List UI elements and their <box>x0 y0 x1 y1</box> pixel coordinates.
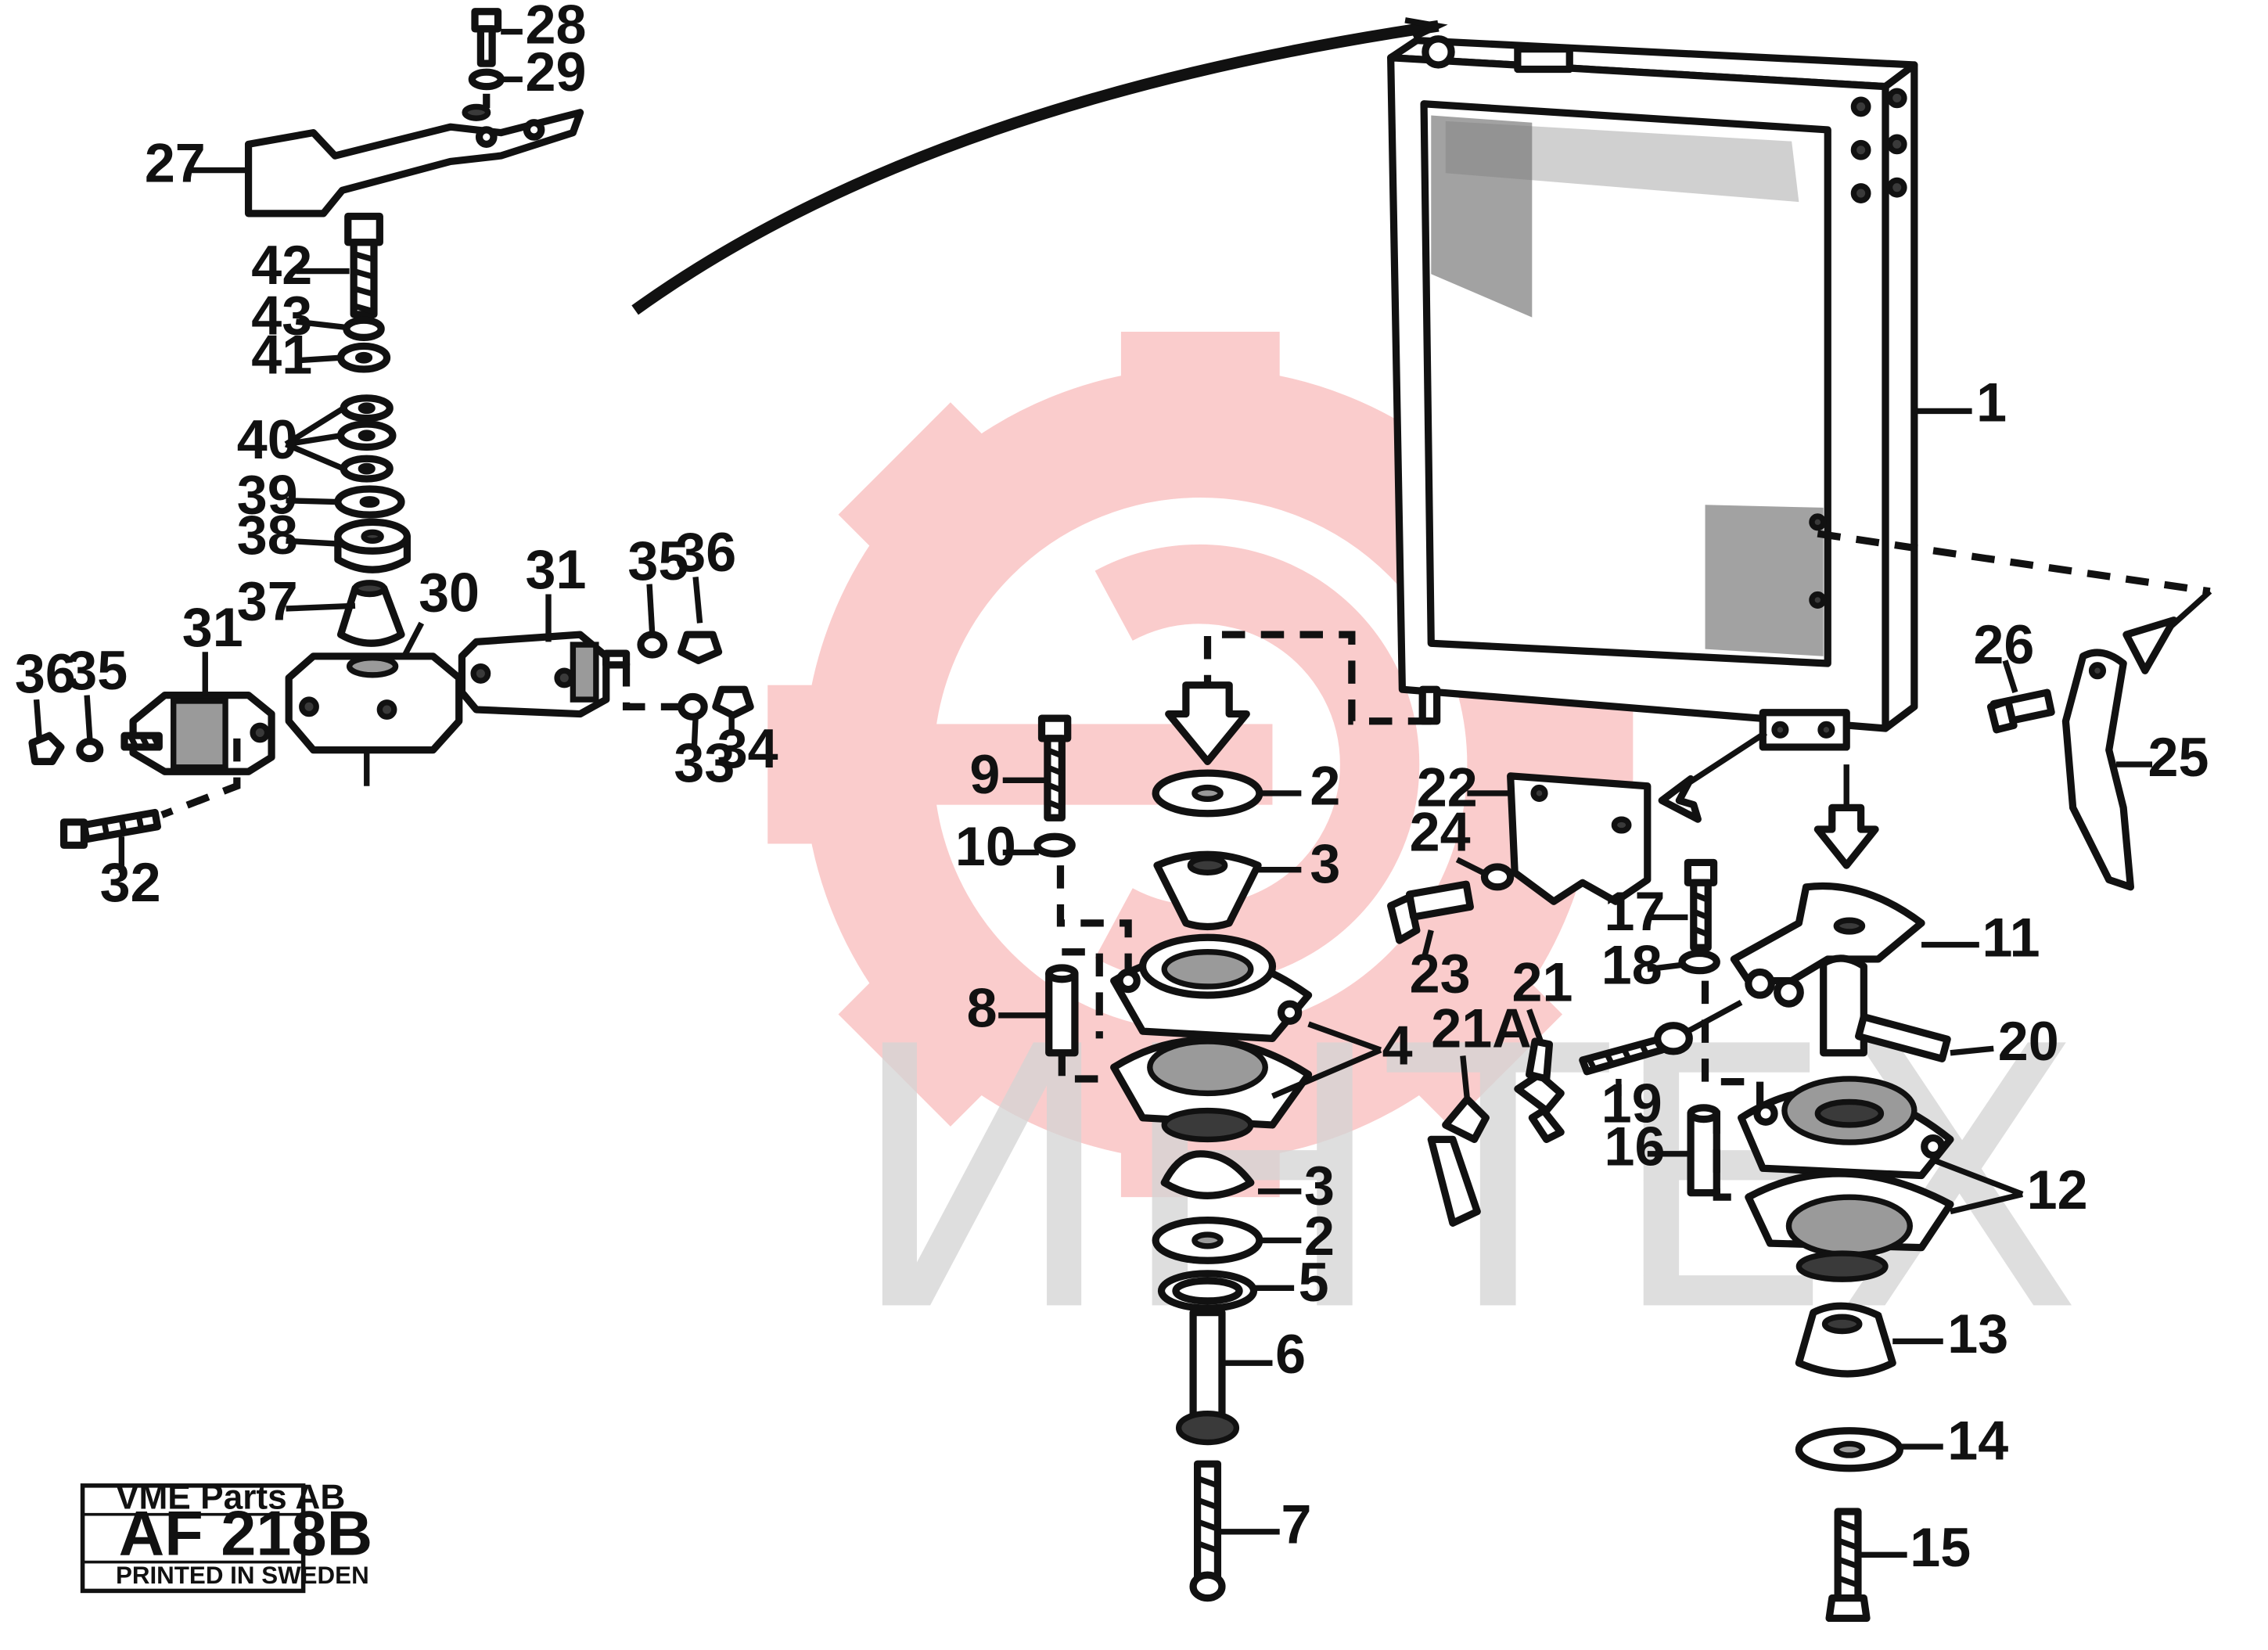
label-31-left: 31 <box>182 597 243 658</box>
label-15: 15 <box>1910 1517 1971 1578</box>
label-31-right: 31 <box>526 539 587 600</box>
label-9: 9 <box>969 744 1000 805</box>
right-mount-stack <box>1427 858 1954 1623</box>
label-17: 17 <box>1604 881 1665 942</box>
bracket-22-group <box>1387 772 1652 944</box>
label-3-bottom: 3 <box>1304 1155 1335 1216</box>
label-32: 32 <box>100 852 161 913</box>
label-10: 10 <box>955 816 1016 877</box>
radiator-core <box>1387 35 1918 751</box>
label-1: 1 <box>1976 372 2007 433</box>
label-18: 18 <box>1601 934 1662 995</box>
stamp-company: VME Parts AB <box>116 1478 345 1516</box>
label-30: 30 <box>419 563 480 624</box>
label-22: 22 <box>1417 757 1478 818</box>
label-36-left: 36 <box>15 643 76 704</box>
label-41: 41 <box>251 324 312 385</box>
label-7: 7 <box>1281 1494 1312 1555</box>
label-26: 26 <box>1973 614 2034 675</box>
label-34: 34 <box>717 718 778 779</box>
label-2-top: 2 <box>1310 756 1340 817</box>
label-35-right: 35 <box>627 530 688 591</box>
label-28: 28 <box>526 0 587 55</box>
leader-lines <box>33 28 2153 1558</box>
bracket-25-group <box>1986 649 2134 891</box>
label-36-right: 36 <box>675 522 736 583</box>
label-11: 11 <box>1982 907 2040 968</box>
label-4: 4 <box>1382 1016 1413 1077</box>
label-29: 29 <box>526 41 587 102</box>
label-5: 5 <box>1299 1252 1329 1313</box>
label-37: 37 <box>237 571 298 632</box>
label-21a: 21A <box>1431 998 1532 1059</box>
label-40: 40 <box>237 409 298 470</box>
label-16: 16 <box>1604 1116 1665 1177</box>
label-23: 23 <box>1410 943 1471 1004</box>
arc-hose <box>631 20 1440 315</box>
label-6: 6 <box>1275 1324 1306 1385</box>
stamp-code: AF 218B <box>119 1498 373 1569</box>
left-column-parts <box>28 8 754 849</box>
label-19: 19 <box>1601 1073 1662 1134</box>
label-21: 21 <box>1512 951 1573 1012</box>
label-39: 39 <box>237 464 298 525</box>
label-12: 12 <box>2027 1159 2088 1220</box>
label-8: 8 <box>967 978 997 1039</box>
label-42: 42 <box>251 235 312 296</box>
label-13: 13 <box>1947 1303 2008 1364</box>
label-43: 43 <box>251 286 312 347</box>
label-38: 38 <box>237 505 298 566</box>
label-33: 33 <box>674 732 735 793</box>
label-2-bottom: 2 <box>1304 1206 1335 1267</box>
vme-stamp: VME Parts AB AF 218B PRINTED IN SWEDEN <box>80 1478 373 1594</box>
part-labels: 1 2 3 4 3 2 5 6 7 8 9 10 11 12 13 14 15 … <box>15 0 2209 1578</box>
label-24: 24 <box>1410 802 1471 863</box>
stamp-printed: PRINTED IN SWEDEN <box>116 1562 369 1589</box>
label-20: 20 <box>1998 1011 2059 1072</box>
label-3-top: 3 <box>1310 833 1340 894</box>
label-27: 27 <box>145 132 206 193</box>
label-25: 25 <box>2148 727 2209 788</box>
label-35-left: 35 <box>66 640 128 701</box>
center-mount-stack <box>1033 714 1313 1602</box>
label-14: 14 <box>1947 1411 2008 1472</box>
